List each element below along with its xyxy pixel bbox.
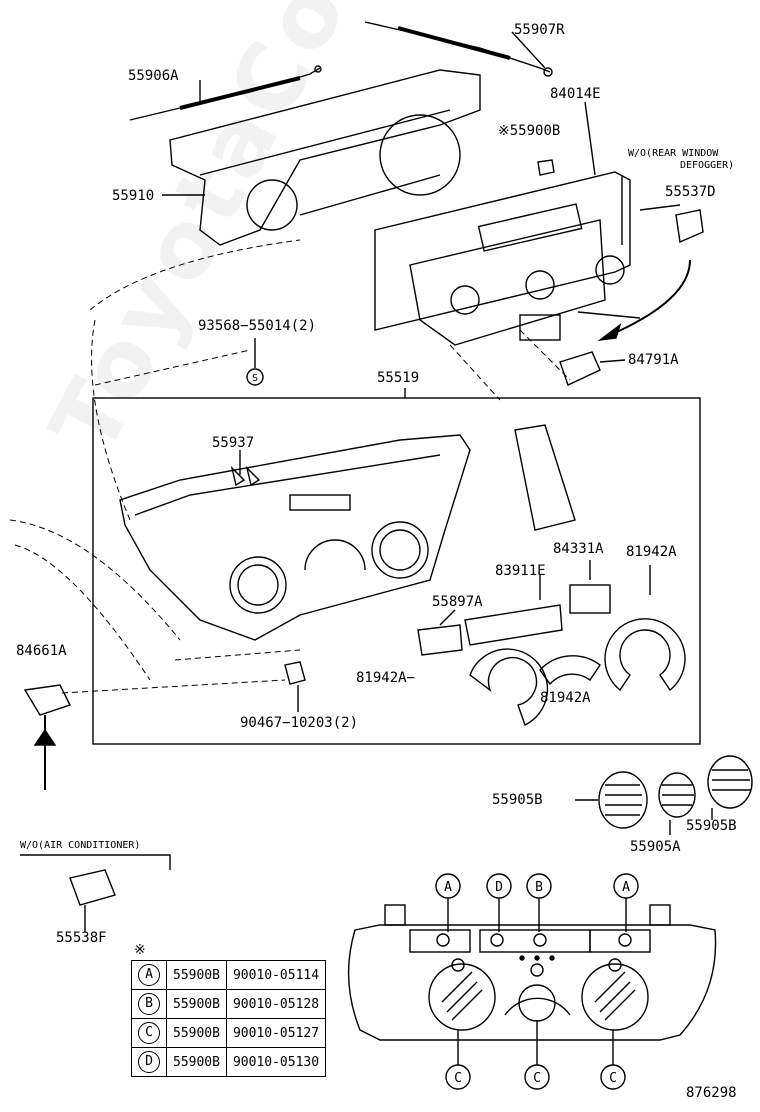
label-55538F: 55538F (56, 930, 107, 946)
callout-key: A (138, 964, 160, 986)
asterisk-note: ※ (134, 942, 146, 958)
screw-number-cell: 90010-05114 (225, 960, 327, 990)
screw-number-cell: 90010-05128 (225, 989, 327, 1019)
hole-cover-55537D (675, 209, 704, 244)
note-air-conditioner: W/O(AIR CONDITIONER) (20, 840, 141, 851)
label-55907R: 55907R (514, 22, 565, 38)
heater-control-panel (119, 434, 471, 641)
symbol-S-label: S (252, 373, 258, 384)
control-panel-front-view (347, 904, 717, 1041)
knob-55905B-right (707, 755, 753, 809)
label-55905B-right: 55905B (686, 818, 737, 834)
hole-cover-55538F (69, 869, 116, 906)
ring-81942A-mid (539, 655, 601, 686)
screw-number-cell: 90010-05127 (225, 1018, 327, 1048)
label-55519: 55519 (377, 370, 420, 386)
hole-cover-84791A (559, 351, 601, 386)
knob-55905B-left (598, 771, 648, 829)
control-cable-55907R (364, 21, 553, 77)
ring-81942A-left (469, 648, 549, 726)
knob-55905A (658, 772, 696, 818)
callout-B-label: B (535, 880, 543, 895)
label-90467-10203: 90467−10203(2) (240, 715, 359, 731)
label-55537D: 55537D (665, 184, 716, 200)
label-84331A: 84331A (553, 541, 604, 557)
panel-84331A (569, 584, 611, 614)
panel-83911E (464, 604, 563, 646)
ring-81942A-right (604, 618, 686, 692)
callout-B (526, 873, 552, 899)
label-81942A-mid: 81942A (540, 690, 591, 706)
label-81942A-top: 81942A (626, 544, 677, 560)
part-number-cell: 55900B (166, 960, 227, 990)
callout-A2 (613, 873, 639, 899)
label-84014E: 84014E (550, 86, 601, 102)
part-number-cell: 55900B (166, 1018, 227, 1048)
label-55897A: 55897A (432, 594, 483, 610)
label-55900B: ※55900B (498, 123, 561, 139)
callout-D (486, 873, 512, 899)
note-rear-window-1: W/O(REAR WINDOW (628, 148, 719, 159)
plug-55900B (537, 159, 555, 176)
label-81942A-left: 81942A− (356, 670, 416, 686)
assembly-box-55519 (92, 397, 701, 745)
label-84791A: 84791A (628, 352, 679, 368)
diagram-number: 876298 (686, 1085, 737, 1101)
label-55905B-left: 55905B (492, 792, 543, 808)
callout-A2-label: A (622, 880, 630, 895)
control-panel-bracket (374, 171, 631, 346)
callout-key: D (138, 1051, 160, 1073)
label-55905A: 55905A (630, 839, 681, 855)
panel-55897A (417, 624, 463, 656)
screw-number-cell: 90010-05130 (225, 1047, 327, 1077)
clip-90467 (284, 661, 306, 685)
callout-C1-label: C (454, 1071, 462, 1086)
callout-C1 (445, 1064, 471, 1090)
part-number-cell: 55900B (166, 1047, 227, 1077)
callout-C2 (524, 1064, 550, 1090)
label-55937: 55937 (212, 435, 255, 451)
note-rear-window-2: DEFOGGER) (680, 160, 735, 171)
hole-cover-84661A (23, 684, 71, 716)
label-55910: 55910 (112, 188, 155, 204)
callout-C2-label: C (533, 1071, 541, 1086)
label-83911E: 83911E (495, 563, 546, 579)
callout-A1 (435, 873, 461, 899)
callout-C3-label: C (609, 1071, 617, 1086)
part-number-cell: 55900B (166, 989, 227, 1019)
callout-A1-label: A (444, 880, 452, 895)
callout-D-label: D (495, 880, 503, 895)
symbol-S (246, 368, 264, 386)
callout-key: B (138, 993, 160, 1015)
callout-C3 (600, 1064, 626, 1090)
callout-key: C (138, 1022, 160, 1044)
label-55906A: 55906A (128, 68, 179, 84)
label-93568-55014: 93568−55014(2) (198, 318, 317, 334)
heater-control-housing (169, 69, 481, 246)
label-84661A: 84661A (16, 643, 67, 659)
